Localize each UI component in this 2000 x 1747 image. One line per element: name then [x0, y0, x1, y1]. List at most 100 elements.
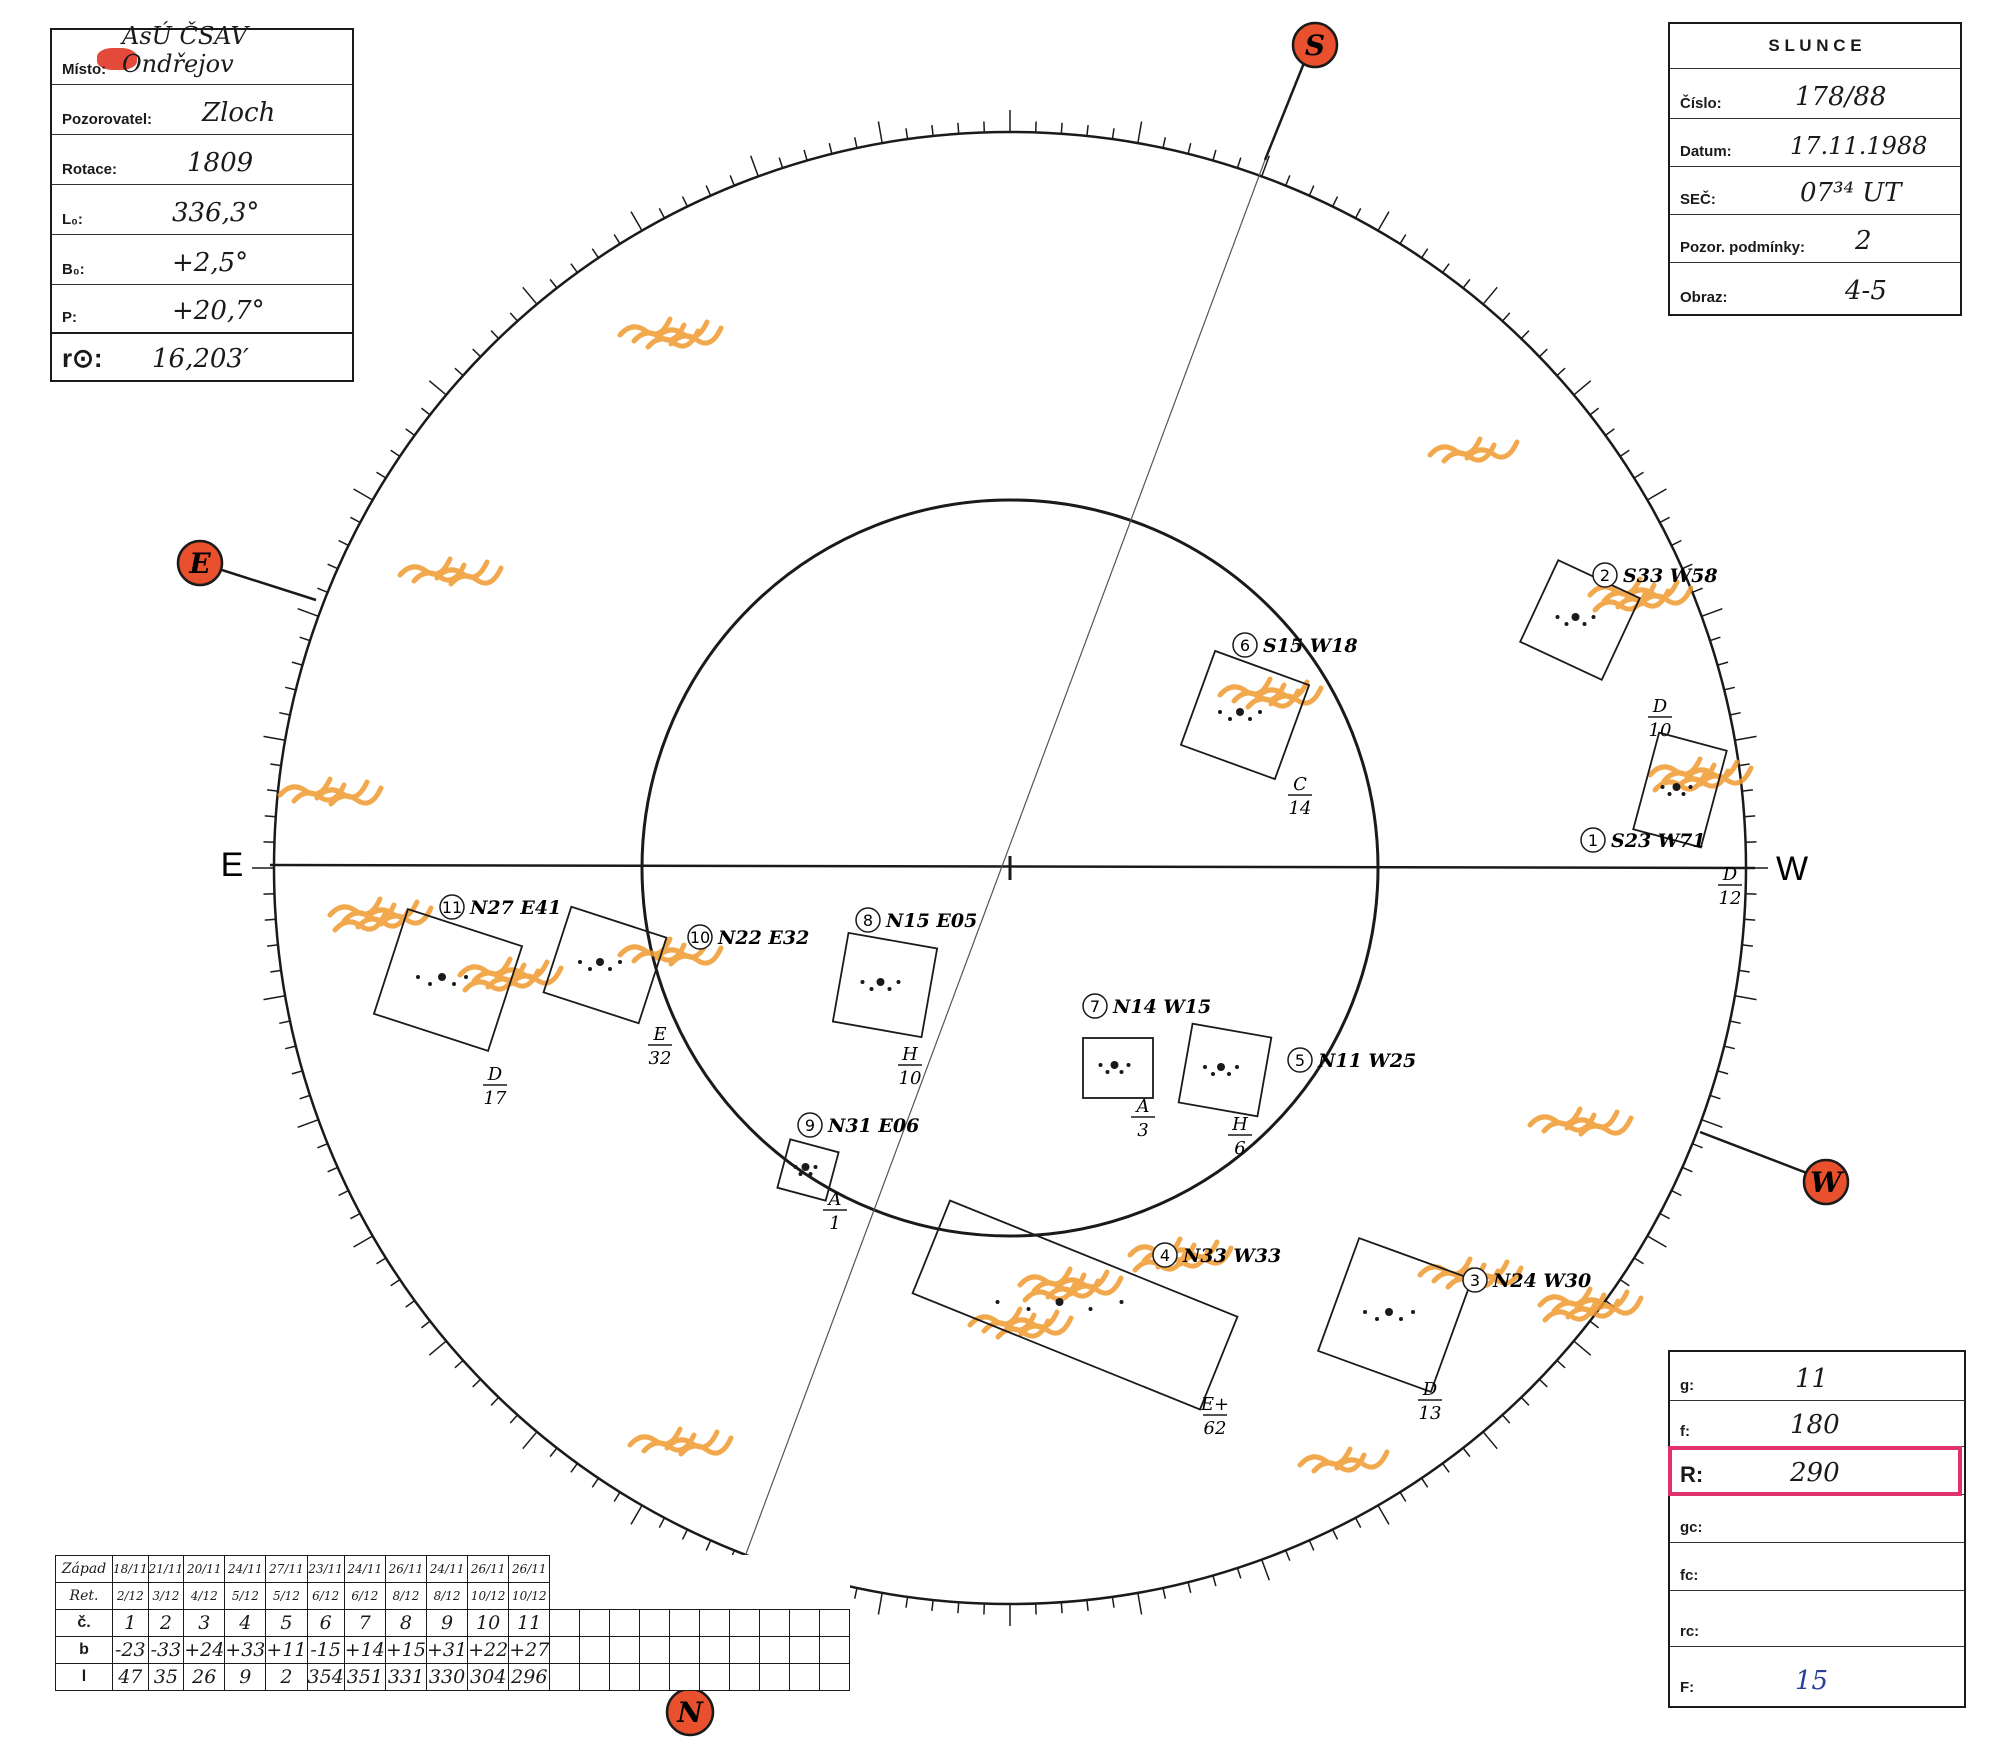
limb-tick [1619, 1278, 1630, 1287]
region-coordinates: N15 E05 [885, 910, 977, 932]
limb-tick [613, 1491, 621, 1502]
sunspot-dot [1119, 1300, 1124, 1304]
region-spot-count: 1 [829, 1213, 840, 1234]
sunspot-dot [1571, 613, 1580, 621]
west-axis-label: W [1776, 850, 1808, 888]
region-number-circle [1580, 827, 1606, 853]
facula-stroke [1565, 1298, 1621, 1320]
limb-tick [299, 636, 311, 642]
f-value: 180 [1790, 1410, 1840, 1440]
table-cell-b: +14 [343, 1636, 386, 1664]
p-label: P: [62, 309, 77, 326]
region-coordinates: S33 W58 [1623, 565, 1718, 587]
limb-tick [1633, 1257, 1644, 1265]
misto-value: AsÚ ČSAV Ondřejov [122, 22, 248, 78]
facula-stroke [1018, 1315, 1074, 1337]
limb-tick [1260, 1559, 1271, 1581]
limb-tick [1671, 1189, 1682, 1197]
table-empty-cell [759, 1663, 791, 1691]
pozorovatel-row: Pozorovatel: Zloch [52, 84, 352, 135]
limb-tick [1162, 137, 1167, 149]
compass-e-marker: E [176, 539, 224, 587]
limb-tick [1162, 1587, 1167, 1599]
facula-stroke [1675, 768, 1731, 790]
datum-row: Datum: 17.11.1988 [1670, 118, 1960, 167]
limb-tick [1420, 248, 1429, 259]
region-class: E+ [1200, 1394, 1229, 1415]
sunspot-dot [1026, 1307, 1031, 1311]
pozor-value: 2 [1855, 226, 1872, 256]
region-number-circle [439, 894, 465, 920]
datum-label: Datum: [1680, 143, 1732, 160]
sunspot-dot [608, 967, 612, 971]
table-cell-c: 9 [425, 1609, 469, 1637]
table-empty-cell [699, 1663, 731, 1691]
limb-tick [297, 607, 319, 618]
limb-tick [1441, 1462, 1450, 1473]
region-class: D [487, 1064, 503, 1085]
limb-tick [1111, 1596, 1115, 1608]
region-class: H [901, 1044, 918, 1065]
table-cell-b: +27 [508, 1636, 551, 1664]
region-box [776, 1138, 840, 1202]
table-cell-l: 26 [183, 1663, 226, 1691]
limb-tick [630, 1505, 643, 1525]
limb-tick [1709, 1094, 1721, 1100]
table-cell-l: 354 [306, 1663, 345, 1691]
region-box [831, 931, 939, 1039]
zapad-label: Západ [55, 1555, 113, 1583]
sunspot-dot [798, 1172, 803, 1176]
limb-tick [1137, 1592, 1143, 1615]
region-class: A [1135, 1096, 1150, 1117]
sunspot-dot [1411, 1310, 1415, 1314]
table-empty-cell [729, 1636, 761, 1664]
limb-tick [1741, 789, 1753, 792]
limb-tick [905, 128, 909, 140]
region-class: H [1231, 1114, 1248, 1135]
g-row: g: 11 [1670, 1352, 1964, 1401]
sunspot-dot [618, 960, 622, 964]
table-cell-zapad: 21/11 [147, 1555, 185, 1583]
region-class: D [1422, 1379, 1438, 1400]
l0-value: 336,3° [172, 198, 260, 228]
limb-tick [428, 380, 447, 396]
table-cell-zapad: 23/11 [306, 1555, 345, 1583]
table-cell-ret: 3/12 [147, 1582, 185, 1610]
facula-stroke [1592, 591, 1648, 613]
table-cell-ret: 5/12 [265, 1582, 308, 1610]
sunspot-dot [1218, 710, 1222, 714]
limb-tick [957, 1602, 960, 1614]
sunspot-dot [1119, 1070, 1124, 1074]
region-box [1179, 649, 1311, 781]
limb-tick [1060, 122, 1063, 134]
sunspot-dot [464, 975, 468, 979]
limb-tick [905, 1596, 909, 1608]
b0-row: B₀: +2,5° [52, 234, 352, 285]
limb-tick [630, 211, 643, 231]
limb-tick [1659, 1212, 1670, 1220]
facula-stroke [1542, 1301, 1598, 1323]
limb-tick [729, 175, 735, 186]
limb-tick [549, 278, 558, 289]
region-box [1316, 1236, 1474, 1394]
limb-tick [327, 1166, 338, 1173]
table-cell-zapad: 20/11 [183, 1555, 226, 1583]
limb-tick [877, 1592, 883, 1615]
region-class: A [827, 1189, 842, 1210]
table-empty-cell [669, 1636, 701, 1664]
table-empty-cell [789, 1636, 821, 1664]
limb-tick [1331, 196, 1339, 207]
b-row: b -23-33+24+33+11-15+14+15+31+22+27 [55, 1636, 851, 1664]
region-number-circle [1152, 1242, 1178, 1268]
sunspot-dot [1660, 785, 1665, 789]
limb-tick [1187, 143, 1192, 155]
region-number: 4 [1160, 1246, 1170, 1265]
pozor-label: Pozor. podmínky: [1680, 239, 1806, 256]
facula-stroke [328, 785, 384, 807]
limb-tick [1647, 1235, 1667, 1248]
limb-tick [405, 428, 416, 437]
limb-tick [1701, 607, 1723, 618]
sec-row: SEČ: 07³⁴ UT [1670, 166, 1960, 215]
